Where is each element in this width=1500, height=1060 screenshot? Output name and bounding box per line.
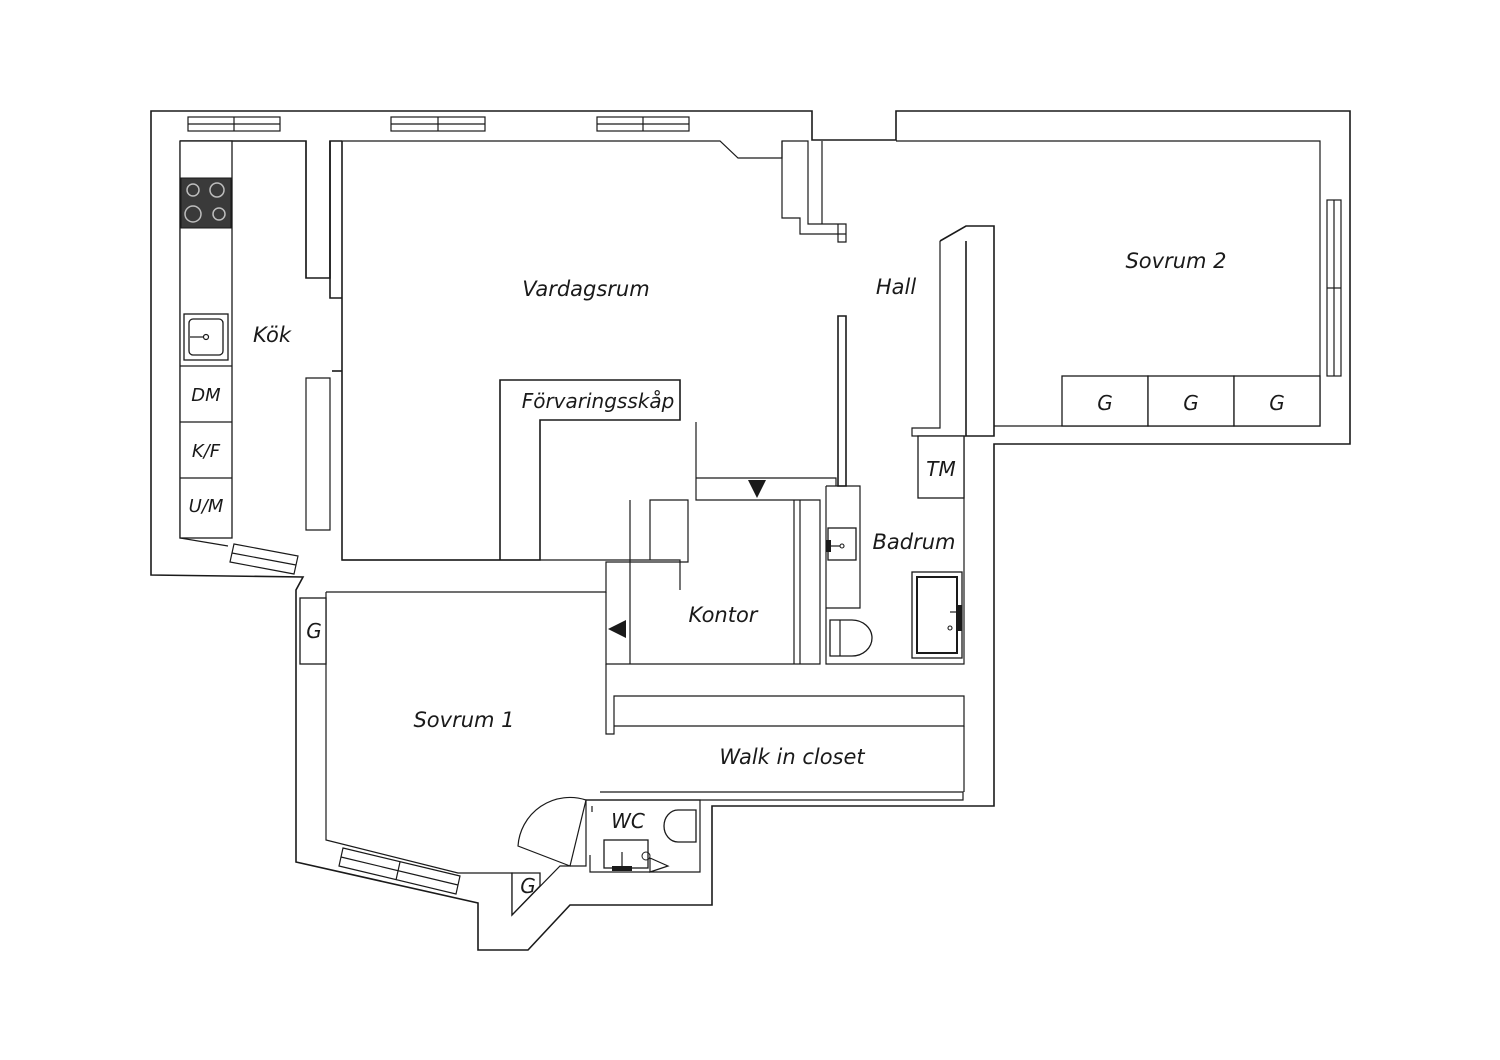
sink-icon bbox=[603, 839, 649, 871]
interior-walls bbox=[342, 422, 965, 873]
window-icon bbox=[596, 116, 690, 132]
room-label-sovrum-1: Sovrum 1 bbox=[413, 708, 514, 732]
room-label-hall: Hall bbox=[876, 275, 916, 299]
door-arrow-icon bbox=[608, 620, 626, 638]
outer-walls bbox=[150, 110, 1351, 951]
window-icon bbox=[229, 543, 299, 575]
room-label-sovrum-2: Sovrum 2 bbox=[1125, 249, 1226, 273]
sink-icon bbox=[183, 313, 229, 361]
wardrobe-label: G bbox=[1183, 391, 1199, 415]
wardrobe-label: G bbox=[520, 874, 536, 898]
window-icon bbox=[1326, 199, 1342, 377]
room-label-forvaringsskap: Förvaringsskåp bbox=[522, 389, 675, 413]
room-label-vardagsrum: Vardagsrum bbox=[522, 277, 649, 301]
room-label-kok: Kök bbox=[253, 323, 292, 347]
stove-icon bbox=[180, 177, 232, 229]
door-arrow-icon bbox=[748, 480, 766, 498]
wardrobe-label: G bbox=[306, 619, 322, 643]
room-label-kontor: Kontor bbox=[689, 603, 759, 627]
doors bbox=[517, 480, 766, 867]
window-icon bbox=[187, 116, 281, 132]
wardrobes: G G G G G TM bbox=[299, 375, 1321, 917]
windows bbox=[187, 116, 1342, 895]
bathroom-fixtures bbox=[603, 527, 963, 873]
room-labels: Kök Vardagsrum Hall Sovrum 2 Förvaringss… bbox=[253, 249, 1227, 833]
room-label-badrum: Badrum bbox=[872, 530, 955, 554]
window-icon bbox=[390, 116, 486, 132]
kitchen-counter: DM K/F U/M bbox=[179, 140, 233, 539]
wardrobe-label: G bbox=[1269, 391, 1285, 415]
dishwasher-label: DM bbox=[191, 385, 221, 406]
room-label-walk-in-closet: Walk in closet bbox=[719, 745, 865, 769]
window-icon bbox=[338, 847, 461, 895]
bathtub-icon bbox=[911, 571, 963, 659]
toilet-icon bbox=[829, 619, 873, 657]
toilet-icon bbox=[663, 809, 697, 843]
oven-microwave-label: U/M bbox=[189, 496, 224, 517]
fridge-freezer-label: K/F bbox=[192, 441, 221, 462]
sink-icon bbox=[826, 527, 857, 561]
wardrobe-label: G bbox=[1097, 391, 1113, 415]
room-label-wc: WC bbox=[611, 809, 645, 833]
washing-machine-label: TM bbox=[926, 457, 955, 481]
